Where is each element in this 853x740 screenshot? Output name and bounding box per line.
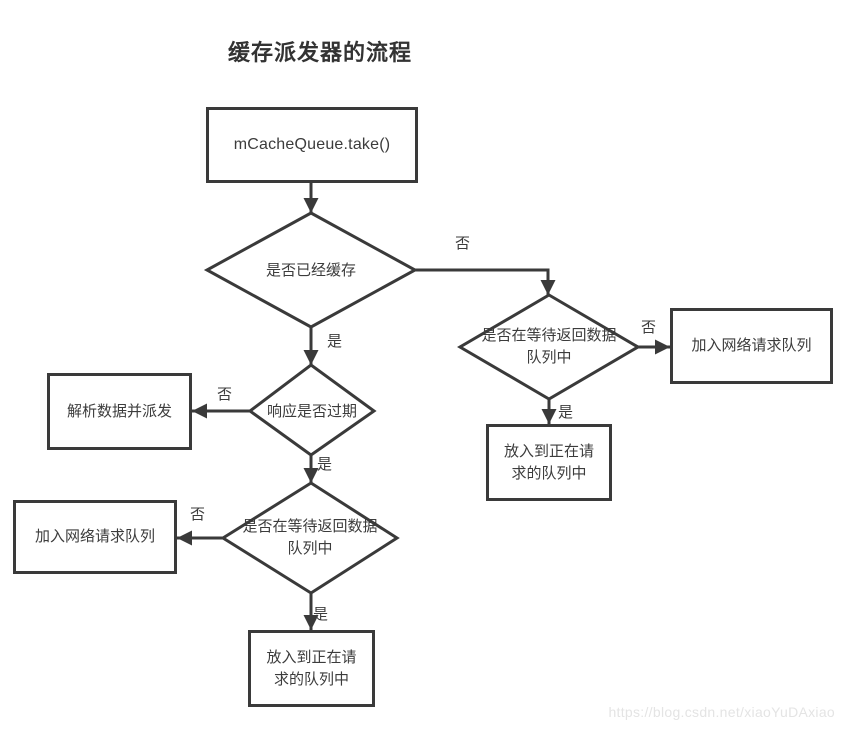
decision-right-waiting-shape	[457, 293, 641, 401]
edge-label-lower-waiting-yes: 是	[313, 606, 329, 623]
edge-label-is-expired-no: 否	[217, 386, 233, 403]
node-right-add-network: 加入网络请求队列	[670, 308, 833, 384]
edge-is-cached-no	[415, 268, 556, 295]
edge-label-is-cached-no: 否	[455, 235, 471, 252]
node-parse-dispatch: 解析数据并派发	[47, 373, 192, 450]
watermark-url: https://blog.csdn.net/xiaoYuDAxiao	[608, 704, 835, 720]
node-bottom-put-pending: 放入到正在请 求的队列中	[248, 630, 375, 707]
decision-is-cached-shape	[203, 211, 419, 329]
node-right-put-pending: 放入到正在请 求的队列中	[486, 424, 612, 501]
edge-label-is-cached-yes: 是	[327, 333, 343, 350]
edge-label-lower-waiting-no: 否	[190, 506, 206, 523]
decision-lower-waiting-shape	[220, 481, 400, 595]
node-start: mCacheQueue.take()	[206, 107, 418, 183]
edge-label-right-waiting-no: 否	[641, 319, 657, 336]
edge-label-is-expired-yes: 是	[317, 456, 333, 473]
diagram-title: 缓存派发器的流程	[227, 40, 412, 65]
edge-label-right-waiting-yes: 是	[558, 404, 574, 421]
node-left-add-network: 加入网络请求队列	[13, 500, 177, 574]
decision-is-expired-shape	[247, 363, 377, 457]
